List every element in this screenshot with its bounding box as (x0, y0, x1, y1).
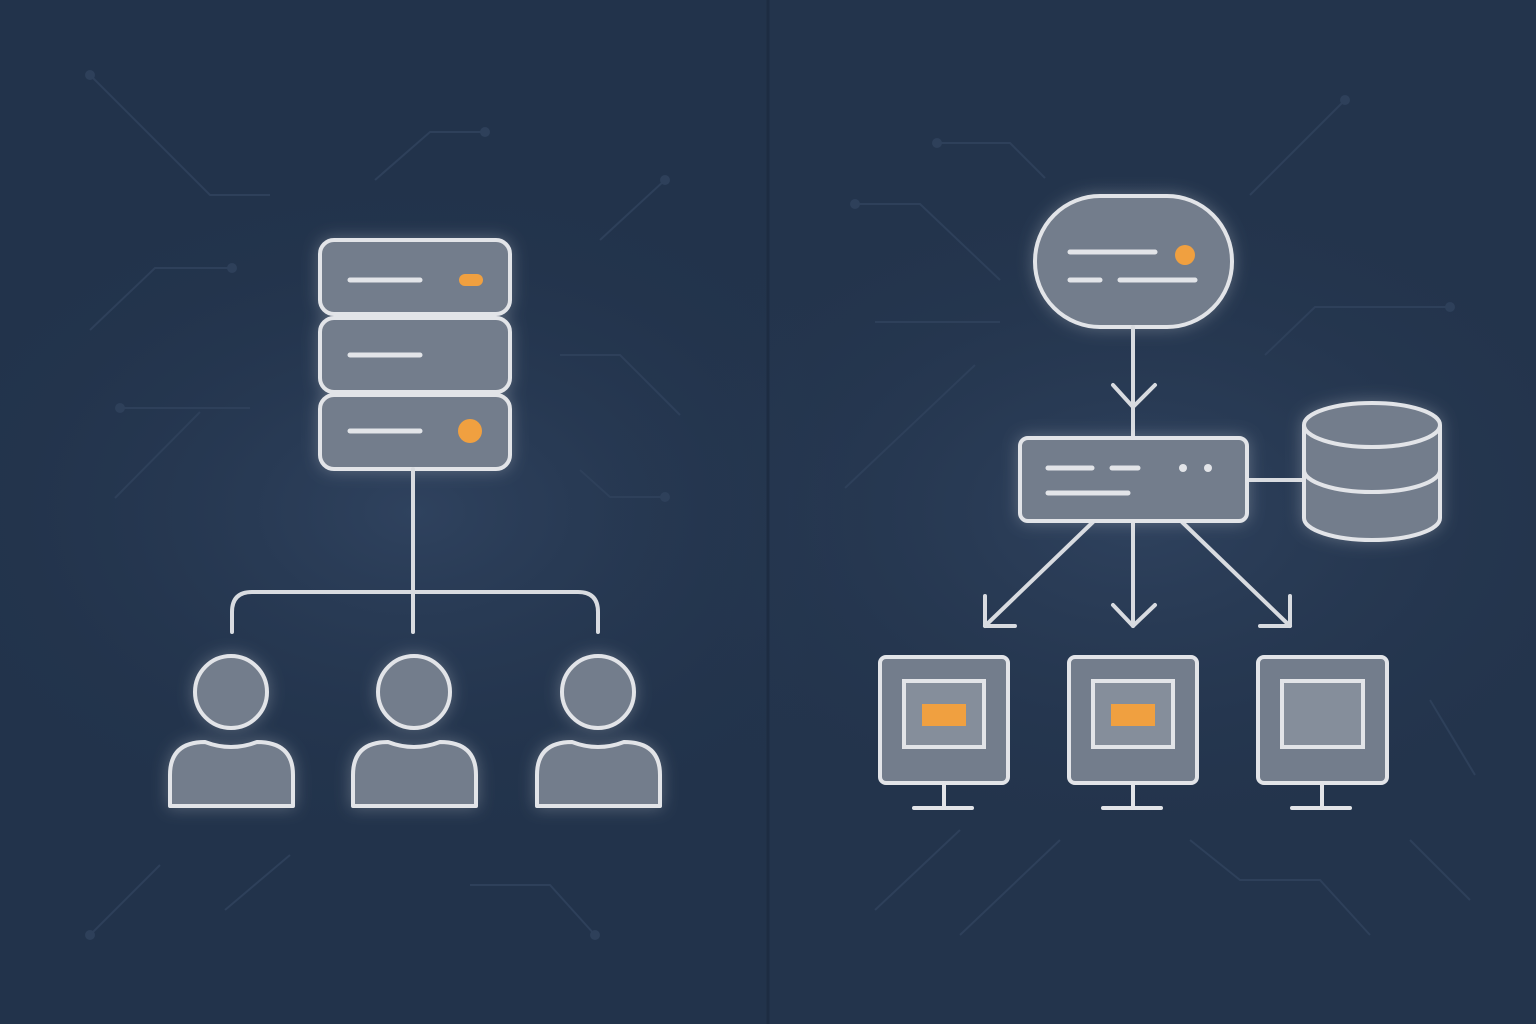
connector-lines (230, 467, 600, 634)
status-indicator-dot (458, 419, 482, 443)
monitor-icon (878, 655, 1010, 810)
database-icon (1302, 401, 1442, 542)
server-unit (318, 238, 512, 316)
switch-icon (1018, 436, 1249, 523)
arrows (983, 325, 1306, 628)
monitor-icon (1067, 655, 1199, 810)
status-indicator-pill (459, 274, 483, 286)
user-icon (535, 654, 662, 808)
user-icon (168, 654, 295, 808)
user-icon (351, 654, 478, 808)
cloud-node-icon (1033, 194, 1234, 329)
circuit-background-pattern (85, 70, 1476, 940)
monitors (878, 655, 1389, 810)
users-group (168, 654, 662, 808)
monitor-icon (1256, 655, 1389, 810)
